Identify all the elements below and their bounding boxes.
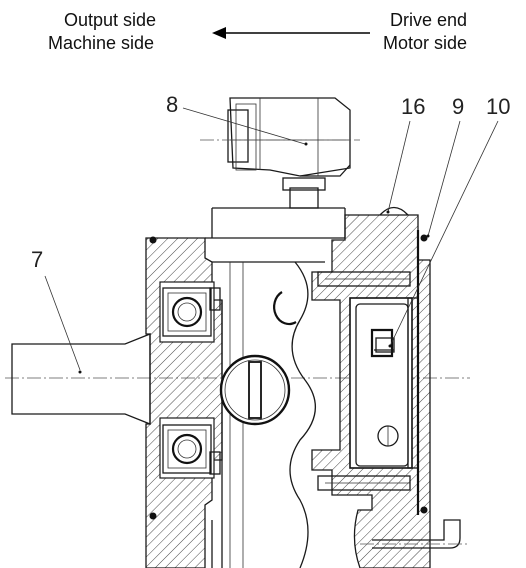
output-shaft (11, 333, 151, 425)
callout-16: 16 (401, 94, 426, 119)
callout-7: 7 (31, 247, 44, 272)
motor-adapter (311, 214, 431, 568)
lower-bearing (162, 424, 221, 475)
machine-side-label: Machine side (48, 33, 155, 53)
direction-arrow (212, 27, 370, 39)
connector-plug (200, 97, 360, 209)
screw-16 (379, 206, 409, 216)
callout-10: 10 (486, 94, 511, 119)
output-flange (145, 237, 223, 568)
bottom-bolt (360, 519, 470, 549)
output-side-label: Output side (64, 10, 157, 30)
callout-9: 9 (452, 94, 465, 119)
o-ring-left-bottom (149, 512, 157, 520)
oil-plug (219, 354, 291, 426)
leader-lines (44, 107, 499, 374)
o-ring-left-top (149, 236, 157, 244)
motor-side-label: Motor side (383, 33, 468, 53)
upper-bearing (162, 287, 221, 337)
callout-8: 8 (166, 92, 179, 117)
drive-end-label: Drive end (390, 10, 468, 30)
